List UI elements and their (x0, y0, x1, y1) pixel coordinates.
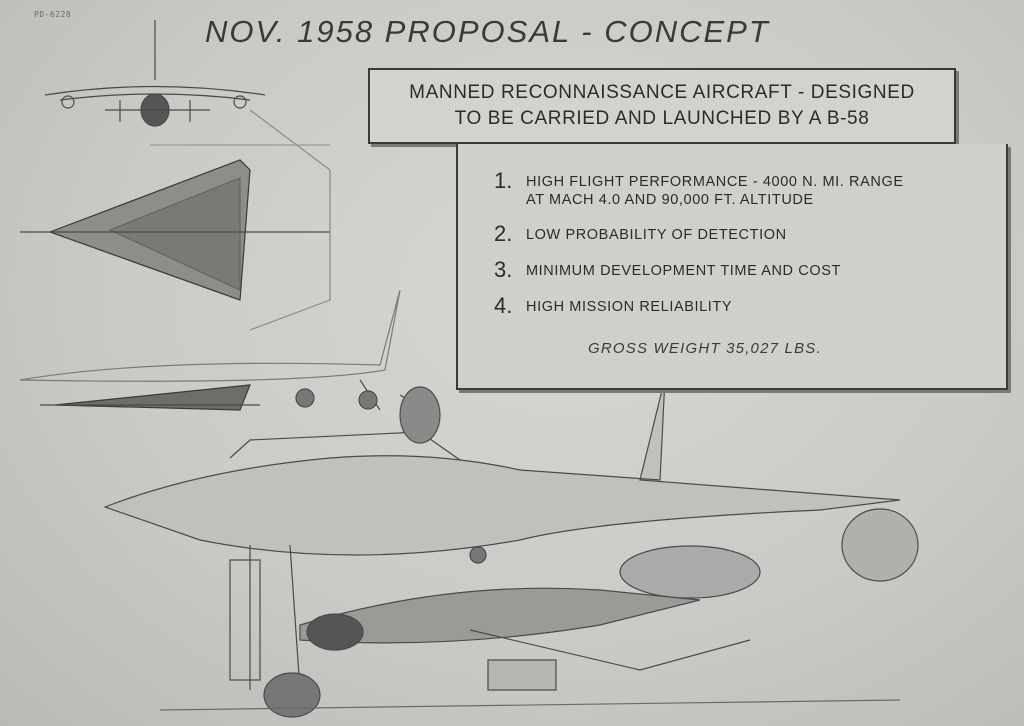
feature-item-3: 3. MINIMUM DEVELOPMENT TIME AND COST (494, 259, 986, 281)
feature-number: 3. (494, 257, 513, 282)
feature-text: HIGH FLIGHT PERFORMANCE - 4000 N. MI. RA… (526, 170, 904, 209)
recon-aircraft-drawing (159, 587, 901, 711)
front-view-drawing (44, 20, 266, 127)
feature-number: 1. (494, 168, 513, 193)
page-title: NOV. 1958 PROPOSAL - CONCEPT (205, 14, 770, 49)
feature-item-1: 1. HIGH FLIGHT PERFORMANCE - 4000 N. MI.… (494, 170, 986, 209)
plan-view-drawing (20, 109, 331, 331)
feature-text-line: AT MACH 4.0 AND 90,000 FT. ALTITUDE (526, 192, 814, 208)
mission-heading-box: MANNED RECONNAISSANCE AIRCRAFT - DESIGNE… (368, 68, 956, 144)
gross-weight-label: GROSS WEIGHT 35,027 LBS. (588, 340, 822, 357)
feature-item-4: 4. HIGH MISSION RELIABILITY (494, 295, 986, 317)
crew-figures-drawing (295, 388, 487, 564)
feature-number: 4. (494, 293, 513, 318)
heading-line-1: MANNED RECONNAISSANCE AIRCRAFT - DESIGNE… (409, 82, 915, 103)
feature-number: 2. (494, 221, 513, 246)
features-box: 1. HIGH FLIGHT PERFORMANCE - 4000 N. MI.… (456, 144, 1008, 390)
feature-text: HIGH MISSION RELIABILITY (526, 299, 733, 315)
feature-text-line: HIGH FLIGHT PERFORMANCE - 4000 N. MI. RA… (526, 174, 904, 190)
feature-text: MINIMUM DEVELOPMENT TIME AND COST (526, 263, 841, 279)
feature-item-2: 2. LOW PROBABILITY OF DETECTION (494, 223, 986, 245)
heading-line-2: TO BE CARRIED AND LAUNCHED BY A B-58 (454, 108, 870, 129)
b58-carrier-drawing (103, 377, 919, 718)
features-list: 1. HIGH FLIGHT PERFORMANCE - 4000 N. MI.… (494, 170, 986, 331)
drawing-reference-code: PD-6228 (34, 10, 72, 19)
feature-text: LOW PROBABILITY OF DETECTION (526, 227, 787, 243)
side-view-drawing (19, 289, 401, 411)
